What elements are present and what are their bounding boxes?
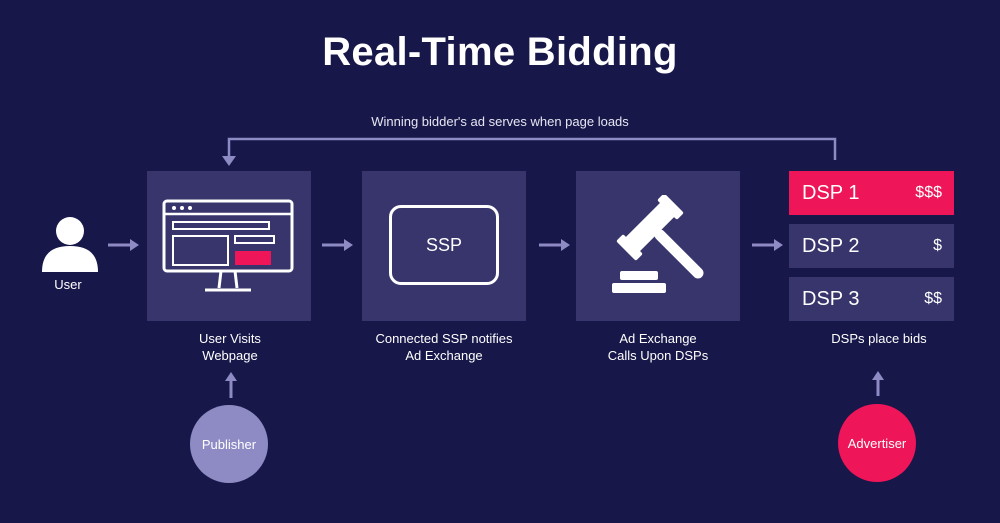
dsp-caption: DSPs place bids <box>831 331 927 346</box>
gavel-icon <box>612 195 704 293</box>
ssp-caption-line2: Ad Exchange <box>405 348 483 363</box>
webpage-caption-line2: Webpage <box>202 348 258 363</box>
flow-arrow-user-to-webpage <box>108 239 139 251</box>
webpage-caption-line1: User Visits <box>199 331 261 346</box>
arrow-publisher-to-webpage <box>225 372 237 398</box>
ssp-box: SSP <box>389 205 499 285</box>
diagram-title: Real-Time Bidding <box>322 30 678 74</box>
dsp-bid-price: $$ <box>924 290 942 307</box>
user-label: User <box>54 277 82 292</box>
dsp-name: DSP 3 <box>802 287 860 310</box>
advertiser-label: Advertiser <box>847 435 907 451</box>
ssp-caption: Connected SSP notifies Ad Exchange <box>342 330 546 364</box>
user-icon <box>42 217 98 272</box>
dsp-name: DSP 2 <box>802 234 860 257</box>
arrow-advertiser-to-dsps <box>872 371 884 396</box>
flow-arrow-exchange-to-dsps <box>752 239 783 251</box>
dsp-row-2: DSP 2 $ <box>789 224 954 268</box>
flow-arrow-webpage-to-ssp <box>322 239 353 251</box>
publisher-circle: Publisher <box>190 405 268 483</box>
exchange-caption: Ad Exchange Calls Upon DSPs <box>558 330 758 364</box>
loop-note: Winning bidder's ad serves when page loa… <box>371 114 629 129</box>
loop-arrowhead <box>222 156 236 166</box>
ssp-caption-line1: Connected SSP notifies <box>375 331 513 346</box>
dsp-bid-price: $$$ <box>915 184 942 201</box>
exchange-caption-line2: Calls Upon DSPs <box>607 348 709 363</box>
webpage-caption: User Visits Webpage <box>137 330 323 364</box>
publisher-label: Publisher <box>201 436 257 452</box>
monitor-webpage-icon <box>162 199 294 292</box>
dsp-name: DSP 1 <box>802 181 860 204</box>
loop-connector <box>227 137 837 160</box>
dsp-row-1: DSP 1 $$$ <box>789 171 954 215</box>
flow-arrow-ssp-to-exchange <box>539 239 570 251</box>
webpage-panel <box>147 171 311 321</box>
ad-exchange-panel <box>576 171 740 321</box>
advertiser-circle: Advertiser <box>838 404 916 482</box>
exchange-caption-line1: Ad Exchange <box>619 331 697 346</box>
dsp-row-3: DSP 3 $$ <box>789 277 954 321</box>
dsp-bid-price: $ <box>933 237 942 254</box>
